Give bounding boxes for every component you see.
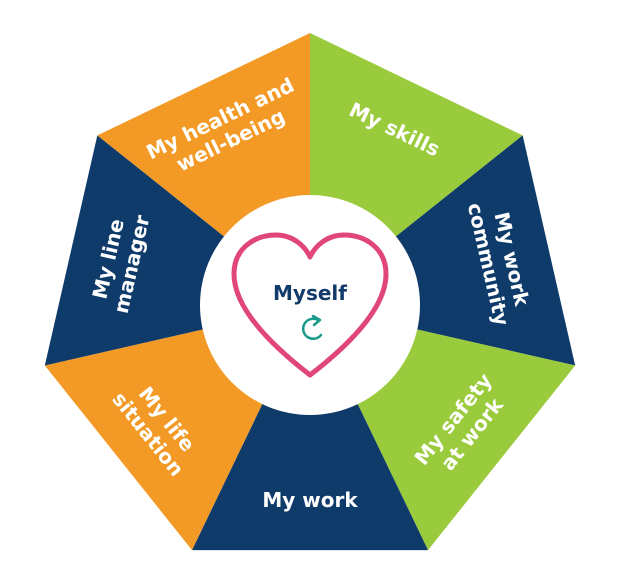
refresh-icon — [301, 314, 323, 340]
segment-label-line: My work — [262, 488, 358, 512]
center-label: Myself — [273, 281, 347, 305]
heart-icon — [231, 232, 389, 378]
center-disc — [200, 195, 420, 415]
segment-label: My work — [262, 488, 358, 512]
wheel-segment — [191, 305, 429, 551]
